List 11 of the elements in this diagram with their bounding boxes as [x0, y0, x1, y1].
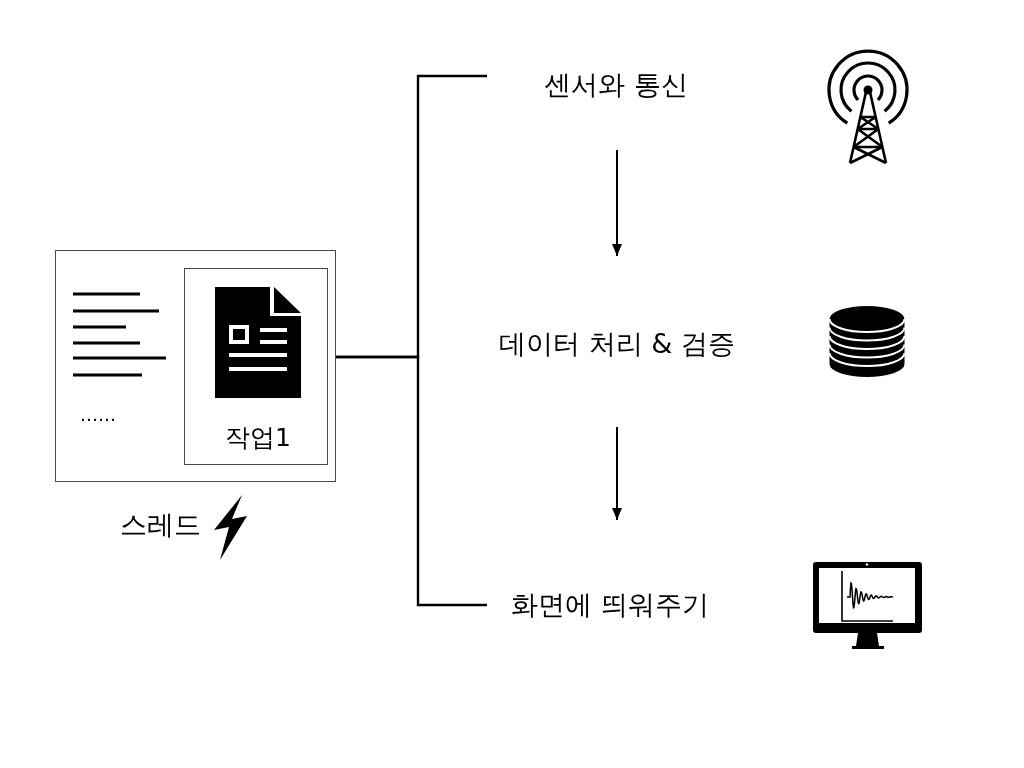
thread-box	[55, 250, 336, 482]
ellipsis: ……	[80, 404, 116, 426]
step-label: 데이터 처리 & 검증	[499, 328, 735, 360]
task-label: 작업1	[225, 423, 291, 453]
connector-line	[336, 355, 487, 607]
arrow	[612, 149, 622, 257]
step-label: 센서와 통신	[544, 69, 688, 101]
arrow	[612, 426, 622, 521]
step-label: 화면에 띄워주기	[511, 589, 709, 621]
task-box	[184, 268, 328, 465]
thread-label: 스레드	[119, 509, 201, 541]
